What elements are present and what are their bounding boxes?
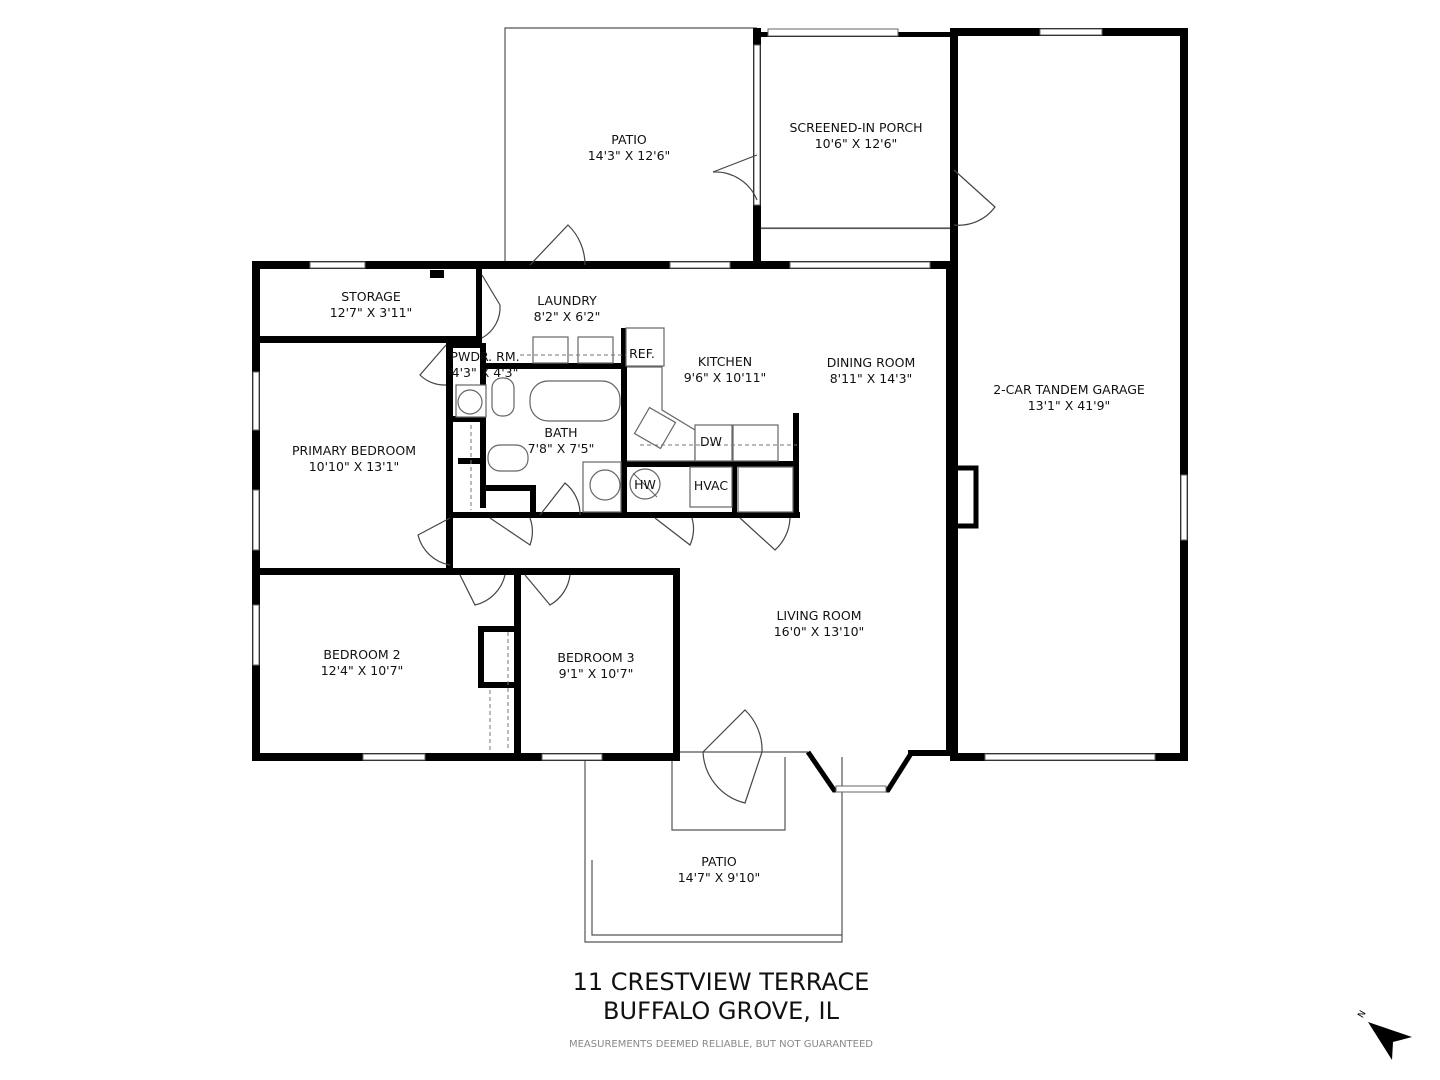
room-name: BATH	[544, 425, 577, 440]
room-name: LAUNDRY	[537, 293, 597, 308]
room-size: 13'1" X 41'9"	[1028, 398, 1111, 413]
room-name: SCREENED-IN PORCH	[789, 120, 922, 135]
room-size: 9'1" X 10'7"	[559, 666, 634, 681]
fixture-label-dw: DW	[700, 434, 722, 449]
compass-label: N	[1357, 1009, 1369, 1020]
room-name: STORAGE	[341, 289, 401, 304]
room-size: 4'3" X 4'3"	[452, 365, 519, 380]
room-name: BEDROOM 3	[557, 650, 634, 665]
doors	[417, 154, 996, 804]
room-labels: PATIO 14'3" X 12'6" SCREENED-IN PORCH 10…	[292, 120, 1145, 885]
room-name: BEDROOM 2	[323, 647, 400, 662]
disclaimer: MEASUREMENTS DEEMED RELIABLE, BUT NOT GU…	[569, 1039, 873, 1050]
room-size: 16'0" X 13'10"	[774, 624, 865, 639]
address-line-1: 11 CRESTVIEW TERRACE	[573, 968, 870, 996]
north-arrow-icon: N	[1357, 1009, 1412, 1060]
fixture-label-hw: HW	[634, 477, 656, 492]
room-size: 12'7" X 3'11"	[330, 305, 413, 320]
room-name: PWDR. RM.	[450, 349, 519, 364]
room-name: PATIO	[611, 132, 647, 147]
room-name: PATIO	[701, 854, 737, 869]
exterior-outlines	[504, 27, 951, 943]
room-name: KITCHEN	[698, 354, 752, 369]
address-line-2: BUFFALO GROVE, IL	[603, 997, 840, 1025]
room-size: 8'11" X 14'3"	[830, 371, 913, 386]
room-size: 9'6" X 10'11"	[684, 370, 767, 385]
room-size: 10'10" X 13'1"	[309, 459, 400, 474]
room-size: 8'2" X 6'2"	[534, 309, 601, 324]
room-name: DINING ROOM	[827, 355, 916, 370]
windows	[252, 28, 1188, 793]
walls	[252, 28, 1188, 761]
fixtures	[455, 327, 797, 750]
room-size: 7'8" X 7'5"	[528, 441, 595, 456]
room-size: 14'3" X 12'6"	[588, 148, 671, 163]
room-size: 10'6" X 12'6"	[815, 136, 898, 151]
room-name: 2-CAR TANDEM GARAGE	[993, 382, 1145, 397]
room-size: 14'7" X 9'10"	[678, 870, 761, 885]
room-name: LIVING ROOM	[776, 608, 861, 623]
room-name: PRIMARY BEDROOM	[292, 443, 416, 458]
fixture-label-ref: REF.	[629, 346, 655, 361]
fixture-label-hvac: HVAC	[694, 478, 728, 493]
room-size: 12'4" X 10'7"	[321, 663, 404, 678]
